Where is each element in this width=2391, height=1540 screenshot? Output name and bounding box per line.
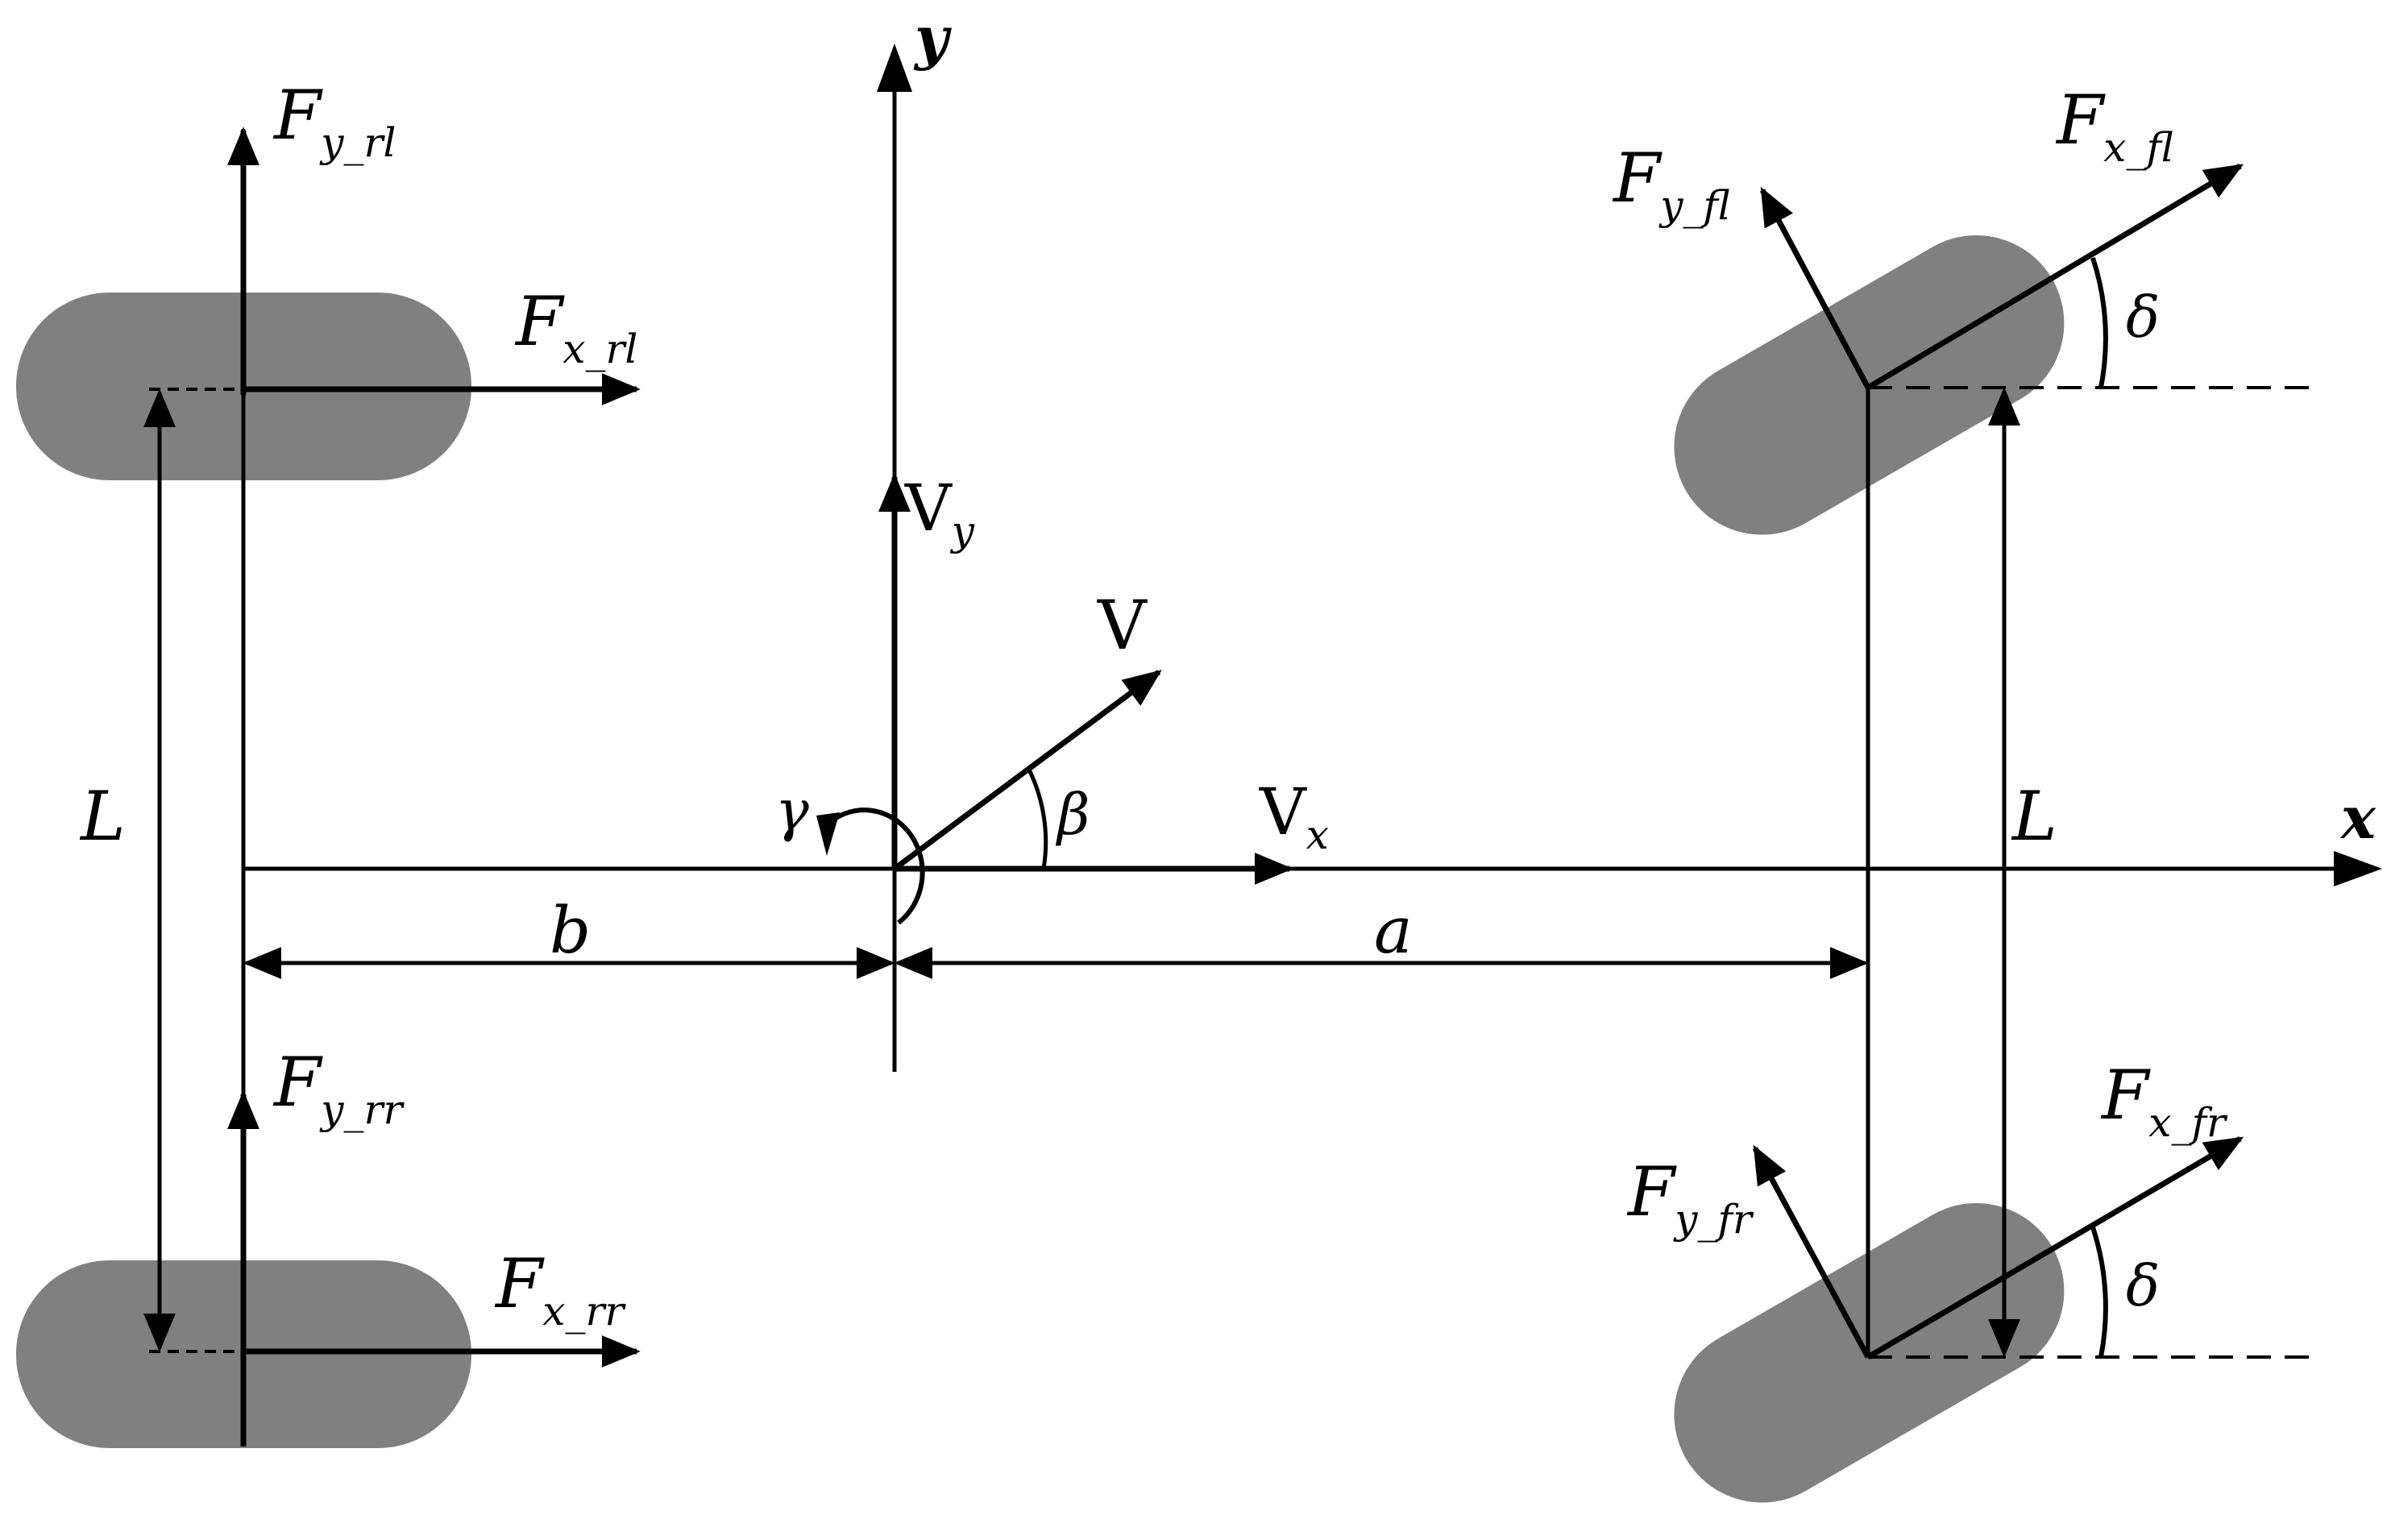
front-left-steer-arc: [2090, 257, 2108, 388]
vx-label: Vx: [1259, 774, 1329, 858]
slip-angle-arc: [1027, 768, 1048, 870]
front-left-fx-label: Fx_fl: [2055, 81, 2173, 171]
front-left-steer-label: δ: [2126, 284, 2160, 351]
dimension-b-label: b: [550, 893, 591, 968]
rear-right-fx-label: Fx_rr: [494, 1244, 626, 1335]
rear-left-fx-label: Fx_rl: [514, 282, 637, 372]
v-arrow: [892, 670, 1162, 871]
v-label: V: [1097, 586, 1148, 665]
front-left-fx-arrow: [1866, 163, 2244, 391]
front-right-fx-arrow: [1866, 1135, 2244, 1360]
front-right-fy-label: Fy_fr: [1626, 1152, 1754, 1243]
slip-angle-label: β: [1055, 782, 1090, 848]
yaw-rate-label: γ: [775, 778, 809, 844]
front-right-fx-label: Fx_fr: [2100, 1056, 2228, 1146]
yaw-rate-arrowhead: [816, 812, 840, 856]
rear-track-label: L: [79, 777, 126, 856]
y-axis-label: y: [913, 3, 952, 72]
front-right-fy-arrow: [1752, 1144, 1871, 1359]
dimension-a-label: a: [1374, 893, 1413, 968]
vy-label: Vy: [904, 471, 975, 554]
yaw-rate-arc: [828, 807, 925, 925]
front-left-fy-arrow: [1759, 186, 1871, 389]
rear-left-fy-label: Fy_rl: [272, 76, 396, 166]
front-right-steer-arc: [2090, 1227, 2108, 1358]
rear-right-fy-label: Fy_rr: [272, 1043, 405, 1133]
front-right-steer-label: δ: [2126, 1253, 2160, 1319]
x-axis-label: x: [2339, 783, 2376, 852]
front-track-label: L: [2011, 777, 2057, 856]
front-left-fy-label: Fy_fl: [1612, 139, 1730, 229]
